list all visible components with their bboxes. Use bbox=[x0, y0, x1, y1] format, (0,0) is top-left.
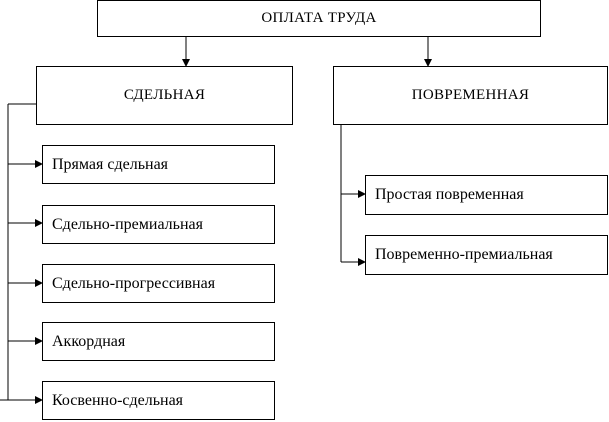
item-label: Аккордная bbox=[52, 332, 126, 350]
branch-box-time-based: ПОВРЕМЕННАЯ bbox=[333, 66, 608, 125]
root-label: ОПЛАТА ТРУДА bbox=[261, 10, 377, 26]
item-box-piecework-5: Косвенно-сдельная bbox=[42, 381, 275, 420]
item-box-piecework-3: Сдельно-прогрессивная bbox=[42, 264, 275, 303]
item-label: Повременно-премиальная bbox=[375, 246, 553, 263]
item-label: Прямая сдельная bbox=[52, 155, 169, 173]
item-label: Косвенно-сдельная bbox=[52, 391, 184, 409]
item-box-piecework-1: Прямая сдельная bbox=[42, 145, 275, 184]
item-box-time-based-2: Повременно-премиальная bbox=[365, 235, 608, 275]
item-box-time-based-1: Простая повременная bbox=[365, 175, 608, 215]
item-box-piecework-4: Аккордная bbox=[42, 322, 275, 361]
item-box-piecework-2: Сдельно-премиальная bbox=[42, 205, 275, 244]
branch-label-time-based: ПОВРЕМЕННАЯ bbox=[411, 87, 530, 103]
branch-label-piecework: СДЕЛЬНАЯ bbox=[123, 87, 206, 103]
item-label: Сдельно-премиальная bbox=[52, 215, 203, 233]
item-label: Простая повременная bbox=[375, 186, 524, 203]
item-label: Сдельно-прогрессивная bbox=[52, 274, 216, 292]
root-box: ОПЛАТА ТРУДА bbox=[97, 0, 541, 37]
branch-box-piecework: СДЕЛЬНАЯ bbox=[36, 66, 293, 125]
